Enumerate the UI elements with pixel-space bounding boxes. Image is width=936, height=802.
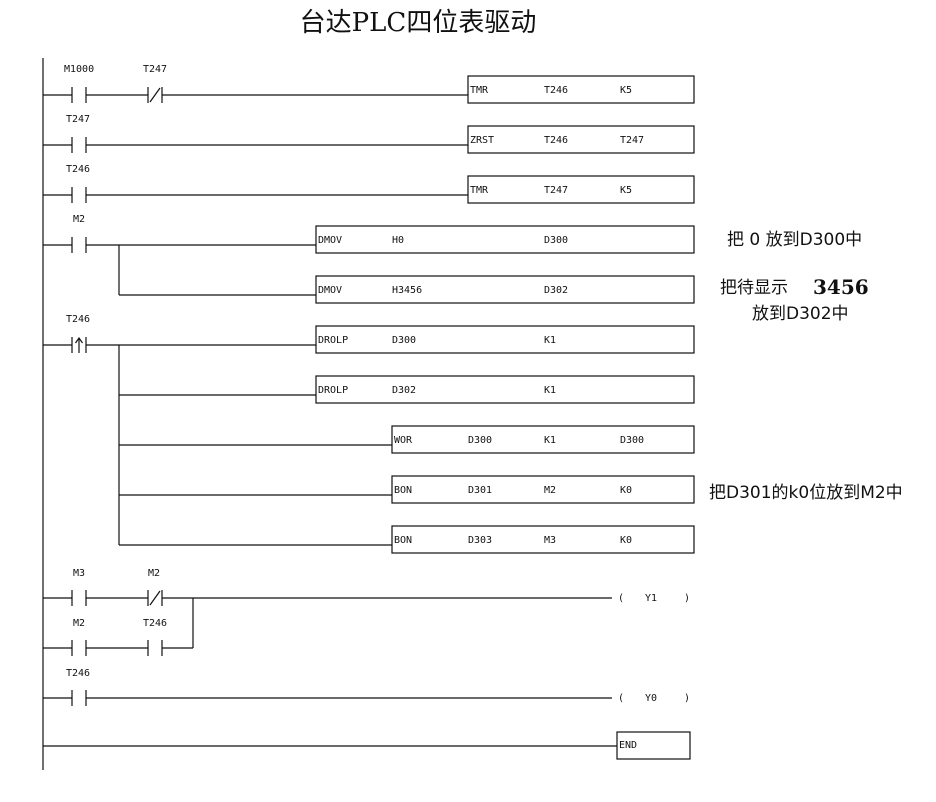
instruction-arg: K1 [544,385,556,396]
output-coil-y0: ( Y0 ) [618,693,690,704]
instruction-op: WOR [394,435,413,446]
instruction-op: BON [394,535,412,546]
note-bit: 把D301的k0位放到M2中 [709,483,903,503]
instruction-op: BON [394,485,412,496]
rung-end: END [43,731,691,760]
instruction-arg: T246 [544,135,568,146]
rung-2: T247 ZRST T246 T247 [43,114,695,154]
instruction-arg: K0 [620,535,632,546]
coil-close: ) [684,693,690,704]
contact-m2-nc: M2 [147,568,163,606]
contact-m2: M2 [71,214,87,253]
contact-label: T246 [66,668,90,679]
instruction-arg: K5 [620,85,632,96]
rung-4: M2 DMOV H0 D300 DMOV H3456 D302 [43,214,695,304]
contact-label: T247 [66,114,90,125]
contact-label: T246 [66,164,90,175]
coil-label: Y1 [645,593,657,604]
rung-5: T246 DROLP D300 K1 DROLP D302 K1 WOR D30… [43,314,695,554]
instruction-box: TMR T246 K5 [467,75,695,104]
instruction-arg: D300 [544,235,568,246]
instruction-arg: K0 [620,485,632,496]
instruction-arg: D300 [620,435,644,446]
contact-t246: T246 [66,668,90,706]
instruction-arg: D300 [468,435,492,446]
contact-m3: M3 [71,568,87,606]
output-coil-y1: ( Y1 ) [618,593,690,604]
coil-label: Y0 [645,693,657,704]
instruction-box: WOR D300 K1 D300 [391,425,695,454]
instruction-box: DROLP D302 K1 [315,375,695,404]
note-display-suffix: 放到D302中 [752,304,849,324]
coil-open: ( [618,693,624,704]
instruction-op: DMOV [318,235,342,246]
note-display-value: 3456 [813,275,869,299]
instruction-op: DROLP [318,385,348,396]
contact-label: M2 [73,618,85,629]
rung-3: T246 TMR T247 K5 [43,164,695,204]
contact-m1000: M1000 [64,64,94,103]
instruction-arg: H3456 [392,285,422,296]
instruction-arg: D301 [468,485,492,496]
contact-label: M3 [73,568,85,579]
end-instruction: END [619,740,637,751]
instruction-box: BON D301 M2 K0 [391,475,695,504]
contact-label: M2 [73,214,85,225]
instruction-arg: D302 [544,285,568,296]
instruction-arg: H0 [392,235,404,246]
contact-t247-nc: T247 [143,64,167,103]
contact-label: T247 [143,64,167,75]
instruction-arg: T247 [544,185,568,196]
instruction-op: TMR [470,185,489,196]
coil-close: ) [684,593,690,604]
instruction-box: BON D303 M3 K0 [391,525,695,554]
coil-open: ( [618,593,624,604]
rung-6: M3 M2 M2 T246 ( Y1 ) [43,568,690,656]
contact-label: T246 [143,618,167,629]
instruction-arg: T247 [620,135,644,146]
instruction-arg: M2 [544,485,556,496]
contact-label: M2 [148,568,160,579]
instruction-arg: K1 [544,435,556,446]
instruction-op: ZRST [470,135,494,146]
instruction-op: DMOV [318,285,342,296]
contact-t246: T246 [66,164,90,203]
instruction-arg: K5 [620,185,632,196]
contact-t247: T247 [66,114,90,153]
instruction-arg: D302 [392,385,416,396]
note-display-prefix: 把待显示 [720,278,788,298]
instruction-arg: D303 [468,535,492,546]
contact-label: T246 [66,314,90,325]
note-move-zero: 把 0 放到D300中 [727,230,862,250]
contact-t246-pulse: T246 [66,314,90,353]
diagram-title: 台达PLC四位表驱动 [300,8,537,38]
instruction-box: DMOV H3456 D302 [315,275,695,304]
instruction-box: ZRST T246 T247 [467,125,695,154]
instruction-arg: T246 [544,85,568,96]
rung-7: T246 ( Y0 ) [43,668,690,706]
contact-label: M1000 [64,64,94,75]
instruction-arg: K1 [544,335,556,346]
instruction-arg: M3 [544,535,556,546]
instruction-op: TMR [470,85,489,96]
instruction-arg: D300 [392,335,416,346]
rung-1: M1000 T247 TMR T246 K5 [43,64,695,104]
contact-t246-parallel: T246 [143,618,167,656]
instruction-box: DMOV H0 D300 [315,225,695,254]
instruction-box: TMR T247 K5 [467,175,695,204]
instruction-box: DROLP D300 K1 [315,325,695,354]
contact-m2-parallel: M2 [71,618,87,656]
instruction-op: DROLP [318,335,348,346]
